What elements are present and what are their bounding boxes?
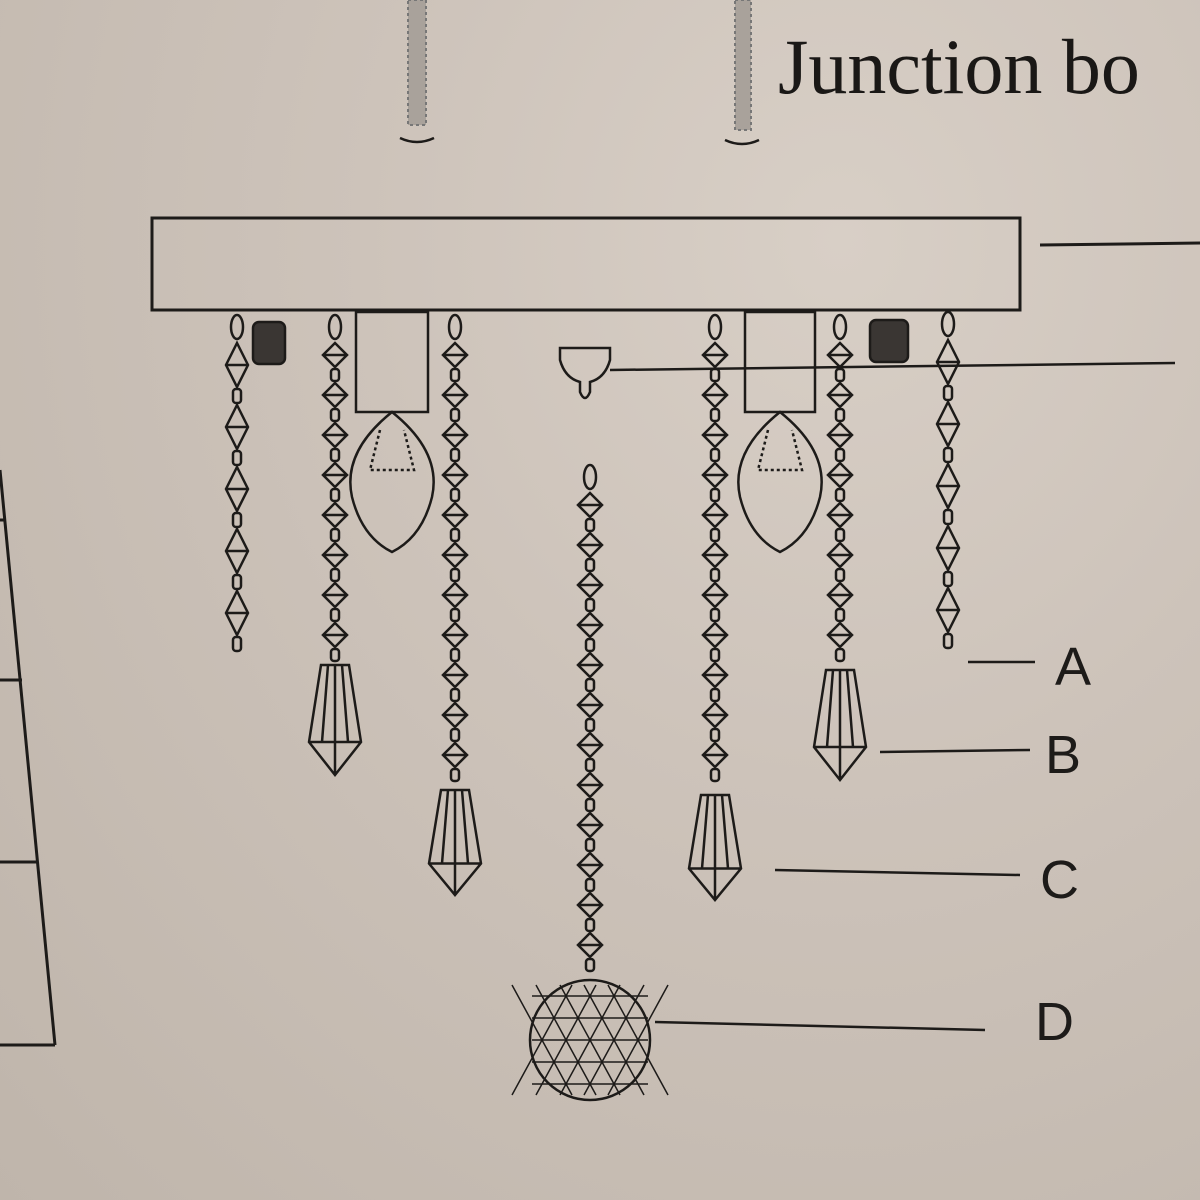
bead	[576, 491, 604, 519]
label-d: D	[1035, 992, 1074, 1052]
bead	[576, 531, 604, 559]
leader-line-b	[879, 748, 1031, 754]
bead	[826, 541, 854, 569]
leader-line-c	[774, 868, 1021, 877]
strand-a	[935, 310, 961, 650]
bead	[701, 541, 729, 569]
bead	[701, 421, 729, 449]
bead	[826, 621, 854, 649]
strand-b	[812, 313, 868, 783]
bead	[441, 581, 469, 609]
bead	[441, 461, 469, 489]
bead	[321, 461, 349, 489]
bead	[826, 581, 854, 609]
bead	[321, 341, 349, 369]
bead	[576, 651, 604, 679]
bead	[224, 526, 250, 576]
bulb-socket-right	[737, 310, 823, 554]
bead	[701, 621, 729, 649]
prism-drop	[307, 663, 363, 778]
bead	[224, 464, 250, 514]
bead	[935, 585, 961, 635]
bead	[576, 691, 604, 719]
bead	[321, 541, 349, 569]
bead	[321, 621, 349, 649]
strand-b	[307, 313, 363, 778]
bead	[321, 501, 349, 529]
cap-left	[251, 320, 287, 366]
bulb-socket-left	[349, 310, 435, 554]
bead	[701, 701, 729, 729]
label-b: B	[1045, 725, 1082, 785]
bead	[935, 399, 961, 449]
bead	[441, 421, 469, 449]
bead	[576, 891, 604, 919]
bead	[576, 771, 604, 799]
table-fragment	[0, 469, 57, 1047]
bead	[441, 701, 469, 729]
bead	[224, 588, 250, 638]
leader-line-d	[654, 1020, 986, 1032]
bead	[826, 501, 854, 529]
bead	[701, 341, 729, 369]
strand-c	[687, 313, 743, 902]
bead	[935, 337, 961, 387]
bead	[224, 402, 250, 452]
bead	[826, 341, 854, 369]
bead	[321, 581, 349, 609]
prism-drop	[812, 668, 868, 783]
bead	[935, 461, 961, 511]
bead	[701, 661, 729, 689]
bead	[701, 741, 729, 769]
mounting-screw	[724, 0, 760, 146]
cap-right	[868, 318, 910, 364]
prism-drop	[687, 793, 743, 902]
strand-a	[224, 313, 250, 653]
bead	[441, 661, 469, 689]
mounting-screw	[399, 0, 435, 144]
bead	[826, 461, 854, 489]
junction-box-title: Junction bo	[778, 23, 1140, 110]
bead	[441, 541, 469, 569]
bead	[576, 611, 604, 639]
strand-d	[511, 463, 669, 1102]
bead	[701, 501, 729, 529]
label-a: A	[1055, 637, 1092, 697]
bead	[441, 741, 469, 769]
bead	[576, 811, 604, 839]
bead	[701, 581, 729, 609]
bead	[441, 381, 469, 409]
bead	[701, 381, 729, 409]
bead	[441, 501, 469, 529]
bead	[576, 731, 604, 759]
bead	[576, 571, 604, 599]
crystal-ball	[511, 978, 669, 1102]
leader-line-canopy	[1039, 241, 1200, 247]
bead	[321, 381, 349, 409]
bead	[441, 341, 469, 369]
bead	[576, 851, 604, 879]
canopy-bar	[150, 216, 1022, 312]
bead	[576, 931, 604, 959]
center-finial	[558, 346, 1176, 400]
bead	[441, 621, 469, 649]
bead	[826, 421, 854, 449]
prism-drop	[427, 788, 483, 897]
strand-c	[427, 313, 483, 897]
bead	[224, 340, 250, 390]
bead	[826, 381, 854, 409]
bead	[321, 421, 349, 449]
bead	[701, 461, 729, 489]
label-c: C	[1040, 850, 1079, 910]
bead	[935, 523, 961, 573]
